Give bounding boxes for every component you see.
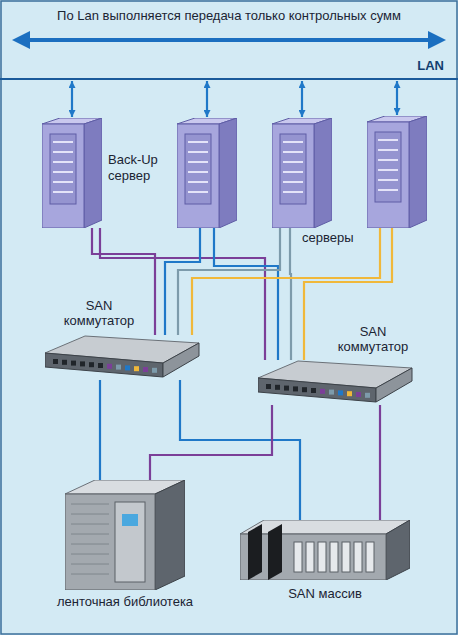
server-symbol xyxy=(177,118,237,228)
connector xyxy=(180,380,300,520)
connector xyxy=(150,405,272,480)
node-label: ленточная библиотека xyxy=(35,594,215,610)
server: серверы xyxy=(272,118,332,228)
connector xyxy=(99,380,101,480)
san-array: SAN массив xyxy=(240,520,410,580)
lan-arrow-shaft xyxy=(26,38,432,42)
connector xyxy=(178,228,280,335)
node-label: Back-Up сервер xyxy=(108,152,174,183)
node-label: LAN xyxy=(417,58,444,74)
switch-symbol xyxy=(258,360,413,405)
tape-library: ленточная библиотека xyxy=(65,480,185,590)
backup-server: Back-Up сервер xyxy=(42,118,102,228)
server xyxy=(177,118,237,228)
server-symbol xyxy=(42,118,102,228)
lan-arrow-head xyxy=(12,31,30,49)
node-label: SAN коммутатор xyxy=(53,298,145,329)
tape-symbol xyxy=(65,480,185,590)
connector xyxy=(290,228,291,360)
lan-band: LAN xyxy=(0,56,458,80)
connector xyxy=(206,81,208,117)
connector xyxy=(165,228,200,335)
lan-arrow-head xyxy=(428,31,446,49)
connector xyxy=(301,81,303,117)
note-text: По Lan выполняется передача только контр… xyxy=(0,8,458,23)
node-label: SAN коммутатор xyxy=(327,324,419,355)
server-symbol xyxy=(367,116,427,228)
server xyxy=(367,116,427,228)
node-label: серверы xyxy=(302,230,354,246)
node-label: SAN массив xyxy=(240,586,410,602)
server-symbol xyxy=(272,118,332,228)
san-switch: SAN коммутатор xyxy=(258,360,413,405)
connector xyxy=(214,228,278,360)
connector xyxy=(71,81,73,117)
array-symbol xyxy=(240,520,410,580)
connector xyxy=(396,81,398,115)
san-switch: SAN коммутатор xyxy=(45,335,200,380)
switch-symbol xyxy=(45,335,200,380)
connector xyxy=(379,405,381,520)
